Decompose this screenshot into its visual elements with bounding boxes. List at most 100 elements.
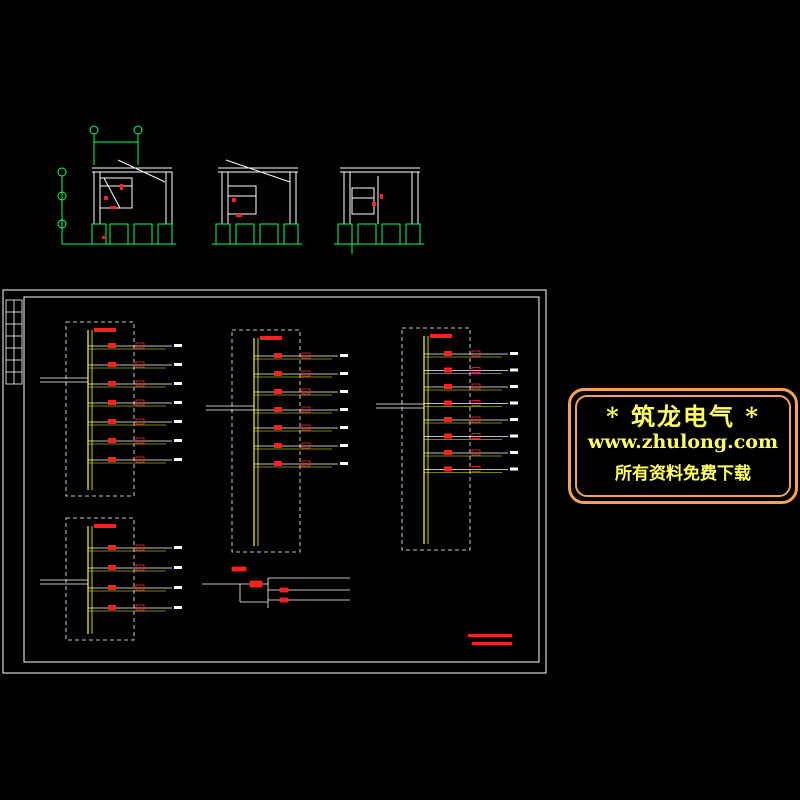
circuit-breaker <box>444 384 452 389</box>
circuit-label-mark <box>174 566 182 569</box>
drawing-notes <box>468 634 512 645</box>
circuit-breaker <box>444 466 452 472</box>
circuit-label-mark <box>510 401 518 405</box>
circuit-breaker <box>108 545 116 550</box>
panel-top-right-label-mark <box>430 334 452 338</box>
panel-top-center-label-mark <box>260 336 282 340</box>
circuit-breaker-secondary <box>301 424 311 431</box>
circuit-label-mark <box>510 385 518 388</box>
watermark-badge: * 筑龙电气 * www.zhulong.com 所有资料免费下载 <box>568 388 798 504</box>
circuit-label-mark <box>340 462 348 465</box>
panel-top-center-enclosure <box>231 329 301 553</box>
circuit-breaker <box>274 443 282 448</box>
circuit-breaker <box>444 367 452 373</box>
circuit-label-mark <box>174 344 182 347</box>
watermark-badge-inner-border <box>575 395 791 497</box>
circuit-breaker-secondary <box>471 433 481 439</box>
circuit-breaker-secondary <box>135 399 145 406</box>
circuit-breaker <box>108 362 116 367</box>
circuit-label-mark <box>174 546 182 549</box>
feeder-diagram <box>202 566 350 608</box>
circuit-breaker <box>444 450 452 455</box>
circuit-breaker-secondary <box>135 544 145 551</box>
panel-top-right-enclosure <box>401 327 471 551</box>
circuit-label-mark <box>510 352 518 355</box>
elevation-side-a <box>212 159 302 245</box>
circuit-breaker <box>274 389 282 394</box>
circuit-label-mark <box>510 467 518 471</box>
circuit-label-mark <box>340 408 348 411</box>
circuit-breaker <box>108 381 116 386</box>
circuit-label-mark <box>174 363 182 366</box>
circuit-label-mark <box>510 451 518 454</box>
circuit-label-mark <box>174 401 182 404</box>
watermark-subtitle: 所有资料免费下载 <box>615 464 751 484</box>
circuit-breaker <box>444 400 452 406</box>
circuit-breaker-secondary <box>471 383 481 390</box>
circuit-breaker <box>108 457 116 462</box>
circuit-breaker <box>444 433 452 439</box>
circuit-breaker <box>108 419 116 424</box>
circuit-breaker-secondary <box>135 418 145 425</box>
panel-top-left-label-mark <box>94 328 116 332</box>
panel-bottom-left <box>40 517 182 641</box>
watermark-title: * 筑龙电气 * <box>606 402 760 431</box>
circuit-breaker-secondary <box>471 449 481 456</box>
circuit-breaker-secondary <box>301 388 311 395</box>
circuit-breaker <box>274 353 282 358</box>
circuit-breaker-secondary <box>301 370 311 377</box>
circuit-breaker-secondary <box>135 437 145 444</box>
circuit-breaker-secondary <box>301 460 311 467</box>
circuit-breaker-secondary <box>471 350 481 357</box>
circuit-breaker-secondary <box>301 406 311 413</box>
circuit-breaker <box>108 400 116 405</box>
circuit-label-mark <box>174 458 182 461</box>
circuit-label-mark <box>340 444 348 447</box>
panel-top-right <box>376 327 518 551</box>
circuit-breaker <box>274 461 282 466</box>
circuit-breaker-secondary <box>135 342 145 349</box>
circuit-breaker <box>108 605 116 610</box>
circuit-breaker <box>444 351 452 356</box>
circuit-label-mark <box>174 586 182 589</box>
circuit-label-mark <box>174 606 182 609</box>
panel-schematics <box>40 321 518 641</box>
circuit-label-mark <box>174 420 182 423</box>
circuit-label-mark <box>340 372 348 375</box>
circuit-breaker <box>108 585 116 590</box>
circuit-breaker-secondary <box>301 442 311 449</box>
circuit-label-mark <box>510 368 518 372</box>
circuit-breaker-secondary <box>301 352 311 359</box>
circuit-breaker <box>274 371 282 376</box>
watermark-url: www.zhulong.com <box>587 431 779 453</box>
circuit-breaker <box>274 407 282 412</box>
circuit-breaker <box>108 343 116 348</box>
circuit-breaker-secondary <box>135 604 145 611</box>
circuit-label-mark <box>340 390 348 393</box>
circuit-breaker <box>108 438 116 443</box>
circuit-label-mark <box>340 426 348 429</box>
drawing-frame <box>2 289 547 674</box>
circuit-label-mark <box>174 382 182 385</box>
circuit-label-mark <box>510 434 518 438</box>
panel-top-center <box>206 329 348 553</box>
elevation-side-b <box>334 167 424 254</box>
circuit-breaker <box>444 417 452 422</box>
circuit-breaker-secondary <box>471 367 481 373</box>
panel-top-left-enclosure <box>65 321 135 497</box>
panel-bottom-left-label-mark <box>94 524 116 528</box>
circuit-breaker <box>108 565 116 570</box>
circuit-label-mark <box>174 439 182 442</box>
revision-block <box>5 299 23 385</box>
circuit-breaker <box>274 425 282 430</box>
circuit-breaker-secondary <box>471 416 481 423</box>
circuit-breaker-secondary <box>471 400 481 406</box>
elevation-front <box>57 125 176 245</box>
circuit-label-mark <box>340 354 348 357</box>
circuit-breaker-secondary <box>135 564 145 571</box>
circuit-breaker-secondary <box>135 456 145 463</box>
panel-top-left <box>40 321 182 497</box>
circuit-breaker-secondary <box>135 584 145 591</box>
elevation-views <box>57 125 424 254</box>
